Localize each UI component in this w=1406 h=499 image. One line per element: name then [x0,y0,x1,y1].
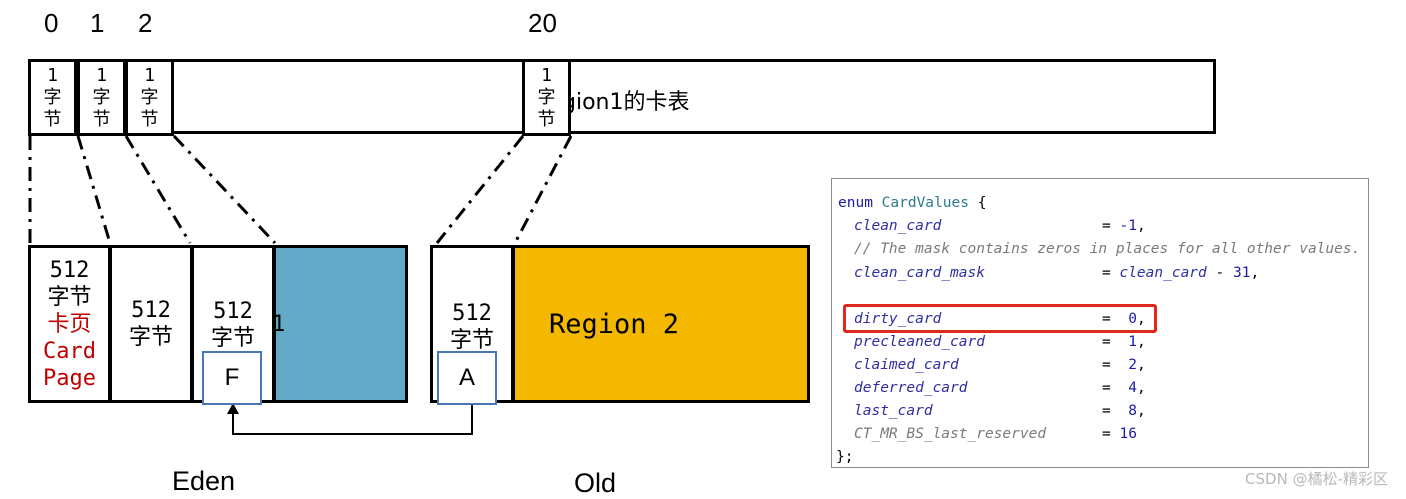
code-line-last-card: last_card [854,403,933,419]
value: 8 [1128,403,1137,419]
object-f-box: F [202,351,262,405]
card-cell-unit-1: 字 [43,86,62,108]
code-panel: enum CardValues { clean_card = -1, // Th… [831,178,1369,468]
card-cell-20: 1 字 节 [522,59,571,136]
ident: CT_MR_BS_last_reserved [854,426,1047,442]
object-a-box: A [437,351,497,405]
value: clean_card [1119,265,1207,281]
code-line-claimed-card: claimed_card [854,357,959,373]
card-page-unit: 字节 [47,284,92,310]
card-cell-size: 1 [144,64,155,86]
index-0: 0 [44,8,59,38]
ident: dirty_card [854,311,942,327]
card-cell-size: 1 [541,64,552,86]
connector-line [172,134,277,245]
index-20: 20 [528,8,557,38]
page-unit: 字节 [210,326,255,351]
page-size: 512 [452,301,492,326]
code-line-dirty-card: dirty_card [854,311,941,327]
code-value-last-card: = 8, [1102,403,1146,419]
connector-line [124,135,192,244]
card-table-label: gion1的卡表 [562,90,690,115]
card-page-cn-label: 卡页 [47,311,92,337]
code-line-deferred-card: deferred_card [854,380,968,396]
page-unit: 字节 [449,328,494,353]
card-cell-unit-2: 节 [43,108,62,130]
code-line-clean-card-mask: clean_card_mask [854,265,985,281]
connector-line [513,135,573,244]
code-value-precleaned-card: = 1, [1102,334,1146,350]
open-brace: { [968,195,987,211]
code-value-deferred-card: = 4, [1102,380,1146,396]
value: 0 [1128,311,1137,327]
value: 16 [1119,426,1137,442]
code-line-ct-last-reserved: CT_MR_BS_last_reserved [854,426,1046,442]
value: 31 [1232,265,1251,281]
eden-hidden-fragment: 1 [272,312,286,337]
page-size: 512 [131,298,171,323]
value: -1 [1119,218,1137,234]
card-cell-size: 1 [47,64,58,86]
card-cell-unit-2: 节 [140,108,159,130]
card-cell-unit-2: 节 [92,108,111,130]
page-size: 512 [213,299,253,324]
code-value-clean-card-mask: = clean_card - 31, [1102,265,1260,281]
code-line-close: }; [836,449,854,465]
ident: last_card [854,403,933,419]
reference-arrow-line [232,405,473,435]
ident: clean_card_mask [854,265,985,281]
eden-label: Eden [172,466,236,496]
code-line-enum: enum CardValues { [838,195,986,211]
reference-arrow-head [227,403,239,414]
card-page-en-label-1: Card [43,338,96,364]
card-cell-unit-1: 字 [140,86,159,108]
card-cell-2: 1 字 节 [125,59,174,136]
card-cell-1: 1 字 节 [77,59,126,136]
card-cell-0: 1 字 节 [28,59,77,136]
value: 1 [1128,334,1137,350]
code-comment: // The mask contains zeros in places for… [854,241,1361,257]
card-table [28,59,1216,134]
code-line-clean-card: clean_card [854,218,941,234]
card-page-size: 512 [49,257,90,283]
eden-region-fill [273,245,408,403]
connector-line [76,135,112,244]
code-value-ct-last-reserved: = 16 [1102,426,1137,442]
value: 2 [1128,357,1137,373]
index-1: 1 [90,8,105,38]
card-cell-unit-1: 字 [537,86,556,108]
enum-name: CardValues [881,195,969,211]
ident: clean_card [854,218,942,234]
connector-line [435,135,525,244]
dirty-card-highlight [843,304,1157,333]
region-2-box [512,245,810,403]
value: 4 [1128,380,1137,396]
code-value-dirty-card: = 0, [1102,311,1146,327]
card-page-en-label-2: Page [43,365,96,391]
card-cell-size: 1 [96,64,107,86]
code-line-precleaned-card: precleaned_card [854,334,985,350]
card-page-box: 512 字节 卡页 Card Page [28,245,111,403]
ident: precleaned_card [854,334,985,350]
ident: claimed_card [854,357,959,373]
page-unit: 字节 [128,325,173,350]
region-2-label: Region 2 [549,309,680,340]
operator: - [1206,265,1233,281]
watermark: CSDN @橘松-精彩区 [1245,470,1388,488]
card-cell-unit-1: 字 [92,86,111,108]
code-value-claimed-card: = 2, [1102,357,1146,373]
card-cell-unit-2: 节 [537,108,556,130]
eden-page-2: 512 字节 [109,245,193,403]
code-value-clean-card: = -1, [1102,218,1146,234]
enum-keyword: enum [838,195,873,211]
index-2: 2 [138,8,153,38]
old-label: Old [574,468,617,498]
ident: deferred_card [854,380,968,396]
